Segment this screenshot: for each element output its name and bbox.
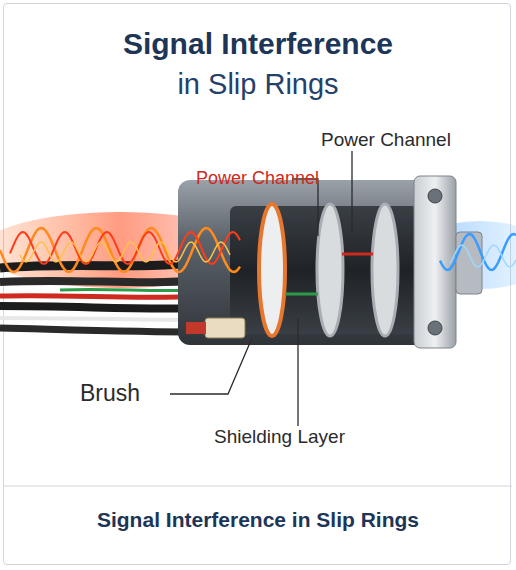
signal-wave — [0, 228, 240, 272]
part-label: Power Channel — [321, 129, 451, 151]
diagram-caption: Signal Interference in Slip Rings — [0, 508, 516, 532]
flange-bolt — [428, 321, 442, 335]
signal-wave — [450, 245, 516, 267]
brush-lead — [186, 322, 206, 334]
brush-pins — [285, 238, 373, 302]
diagram-title: Signal Interference in Slip Rings — [0, 24, 516, 104]
part-label: Power Channel — [196, 168, 319, 189]
mounting-flange — [414, 176, 456, 348]
leader-lines — [170, 151, 352, 426]
cable-bundle — [0, 262, 200, 332]
signal-wave — [440, 234, 516, 270]
caption-divider — [4, 485, 512, 486]
slip-ring — [372, 204, 398, 336]
flange-bolt — [428, 189, 442, 203]
part-label: Shielding Layer — [214, 426, 345, 448]
shaft-end — [456, 232, 482, 294]
signal-wire — [342, 253, 373, 256]
part-label: Brush — [80, 380, 140, 407]
signal-wave — [20, 242, 230, 262]
signal-wire — [285, 293, 318, 296]
slip-ring — [317, 204, 343, 336]
slip-ring — [259, 204, 285, 336]
brush-block — [205, 318, 245, 338]
signal-wave — [10, 232, 240, 264]
